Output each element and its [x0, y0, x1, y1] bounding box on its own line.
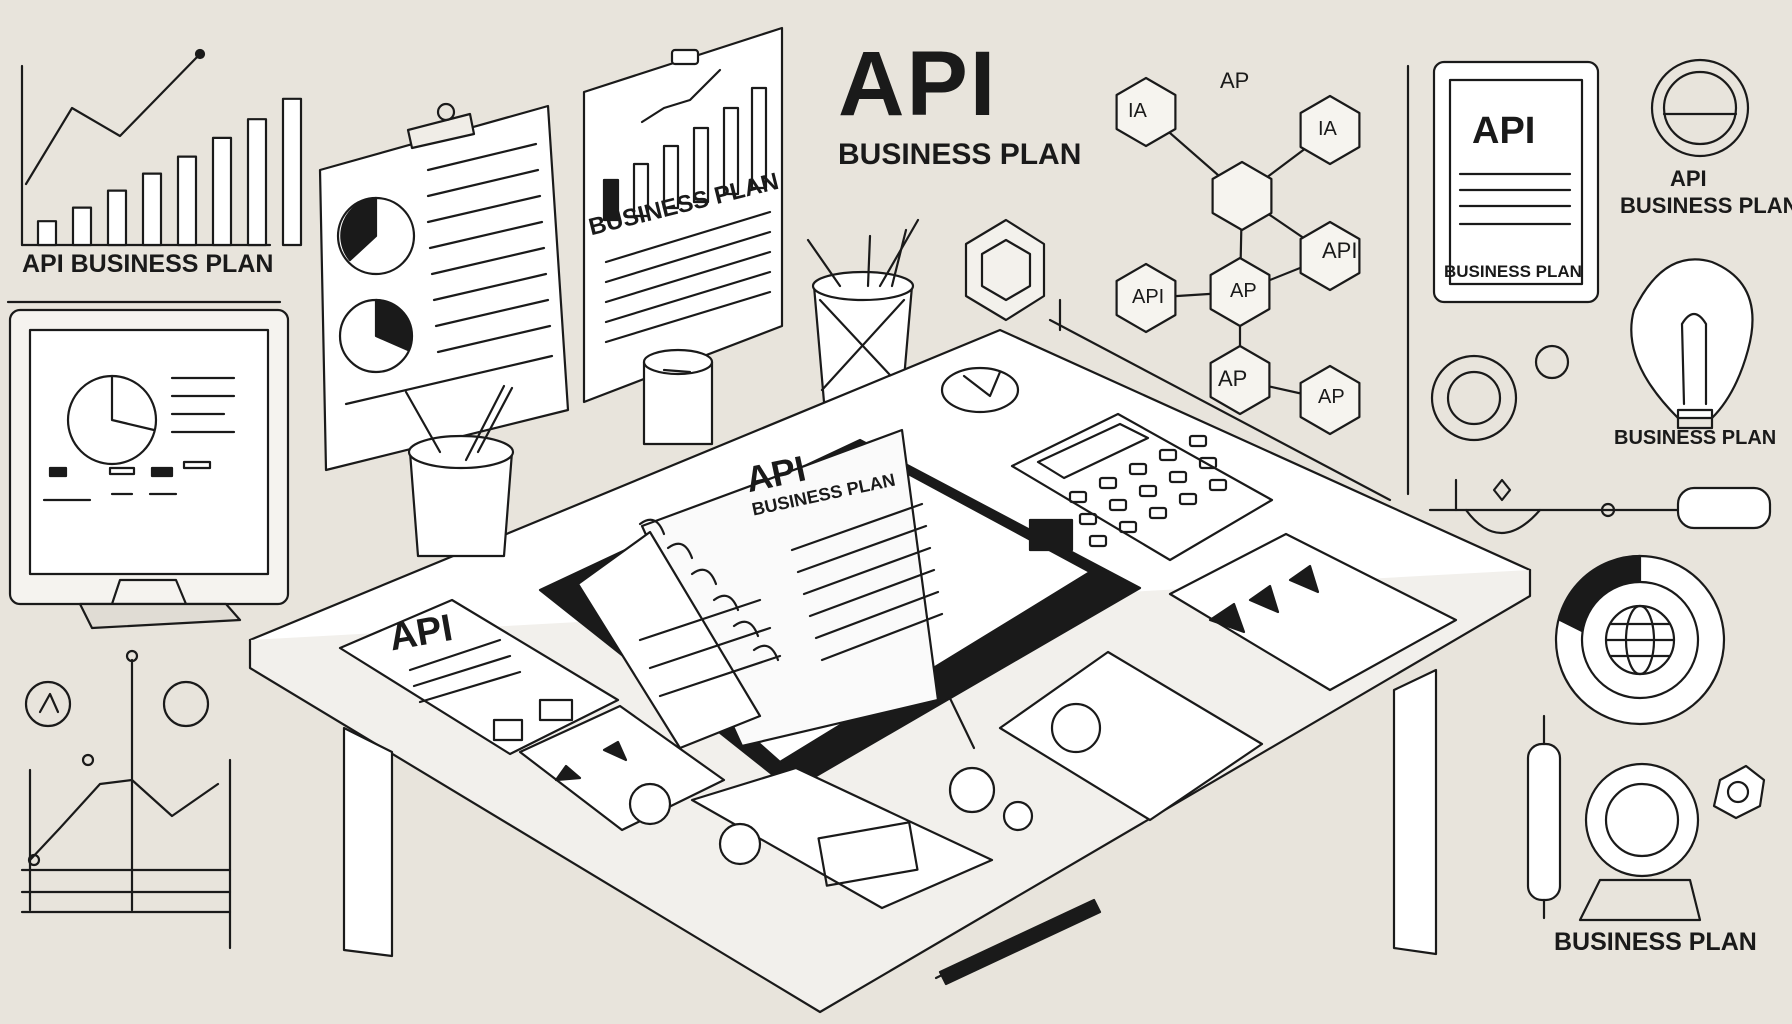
hex-label: AP [1220, 68, 1250, 93]
chart-label: API BUSINESS PLAN [22, 250, 274, 278]
calculator-key [1098, 476, 1118, 490]
calculator-key [1068, 490, 1088, 504]
tablet-icon [1432, 60, 1600, 304]
compass-icon [940, 366, 1020, 414]
hexagon-badge-icon [964, 218, 1046, 322]
hex-node [1209, 344, 1271, 416]
hex-label: API [1132, 286, 1165, 308]
calculator-key [1208, 478, 1228, 492]
monitor-icon [8, 308, 290, 630]
hex-node [1299, 364, 1361, 436]
chart-bar [141, 172, 163, 247]
calculator-key [1078, 512, 1098, 526]
notebook-icon [538, 428, 1142, 792]
hexagon-network-icon [1115, 76, 1361, 436]
hex-node [1299, 94, 1361, 166]
pie-chart-icon [20, 649, 232, 950]
right-label: API [1670, 166, 1707, 191]
calculator-key [1198, 456, 1218, 470]
pen-icon [934, 898, 1102, 986]
hex-label: API [1322, 238, 1358, 263]
hex-node [1209, 256, 1271, 328]
chart-bars [36, 97, 303, 247]
lightbulb-icon [1630, 258, 1754, 430]
gear-icon [1430, 344, 1570, 442]
right-label: BUSINESS PLAN [1554, 928, 1757, 956]
page-subtitle: BUSINESS PLAN [838, 138, 1082, 171]
hex-node [1115, 262, 1177, 334]
chart-bar [211, 136, 233, 247]
chart-bar [176, 155, 198, 247]
calculator-key [1178, 492, 1198, 506]
chart-bar [71, 206, 93, 247]
hex-node [1115, 76, 1177, 148]
hex-label: AP [1318, 386, 1345, 408]
pencil-cup-icon [806, 218, 920, 404]
tablet-title: API [1472, 110, 1536, 152]
calculator-key [1148, 506, 1168, 520]
chart-bar [281, 97, 303, 247]
page-title: API [838, 33, 998, 135]
chart-bar [246, 118, 268, 247]
calculator-key [1168, 470, 1188, 484]
tablet-footer: BUSINESS PLAN [1444, 262, 1582, 281]
calculator-key [1088, 534, 1108, 548]
hex-label: IA [1318, 118, 1337, 140]
calculator-icon [1010, 412, 1274, 562]
hex-node [1211, 160, 1273, 232]
chart-bar [36, 220, 58, 247]
line-chart-icon [6, 48, 303, 304]
hex-node [1299, 220, 1361, 292]
hex-label: AP [1230, 280, 1257, 302]
right-label: BUSINESS PLAN [1620, 193, 1792, 218]
hex-label: AP [1218, 366, 1248, 391]
calculator-key [1138, 484, 1158, 498]
pinned-sheet [582, 26, 784, 404]
clipboard-icon [318, 102, 570, 472]
coffee-cup-icon [642, 348, 714, 446]
globe-icon [1554, 554, 1726, 726]
calculator-key [1108, 498, 1128, 512]
right-label: BUSINESS PLAN [1614, 427, 1777, 449]
calculator-key [1158, 448, 1178, 462]
desk-papers [338, 532, 1458, 910]
calculator-key [1118, 520, 1138, 534]
flowchart-icon [1428, 478, 1772, 534]
test-tube-icon [1526, 714, 1562, 920]
chart-bar [106, 189, 128, 247]
calculator-key [1128, 462, 1148, 476]
calculator-key [1188, 434, 1208, 448]
hex-label: IA [1128, 100, 1147, 122]
target-icon [1650, 58, 1750, 158]
pencil-cup-front [404, 384, 515, 558]
gear-small-icon [1578, 762, 1766, 922]
